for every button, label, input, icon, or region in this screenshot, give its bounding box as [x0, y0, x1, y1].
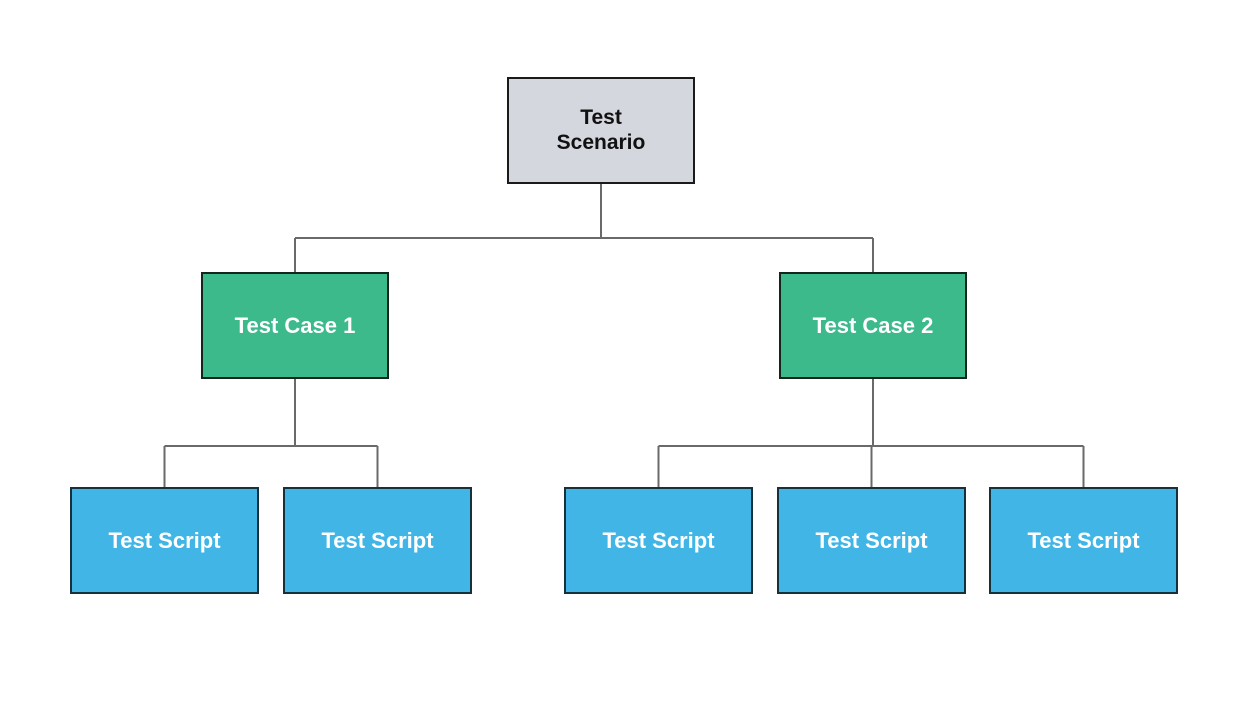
node-test-script-2-label: Test Script: [321, 527, 434, 553]
node-test-case-2[interactable]: Test Case 2: [779, 272, 967, 379]
node-test-script-2[interactable]: Test Script: [283, 487, 472, 594]
node-test-script-4[interactable]: Test Script: [777, 487, 966, 594]
node-test-script-5[interactable]: Test Script: [989, 487, 1178, 594]
node-test-script-1[interactable]: Test Script: [70, 487, 259, 594]
node-test-script-3[interactable]: Test Script: [564, 487, 753, 594]
node-test-script-5-label: Test Script: [1027, 527, 1140, 553]
node-test-case-1-label: Test Case 1: [234, 312, 356, 338]
node-test-scenario[interactable]: Test Scenario: [507, 77, 695, 184]
node-test-case-2-label: Test Case 2: [812, 312, 934, 338]
node-test-script-1-label: Test Script: [108, 527, 221, 553]
node-test-case-1[interactable]: Test Case 1: [201, 272, 389, 379]
connector-group: [163, 184, 1085, 487]
node-test-script-4-label: Test Script: [815, 527, 928, 553]
node-test-script-3-label: Test Script: [602, 527, 715, 553]
node-test-scenario-label: Test Scenario: [556, 105, 646, 154]
